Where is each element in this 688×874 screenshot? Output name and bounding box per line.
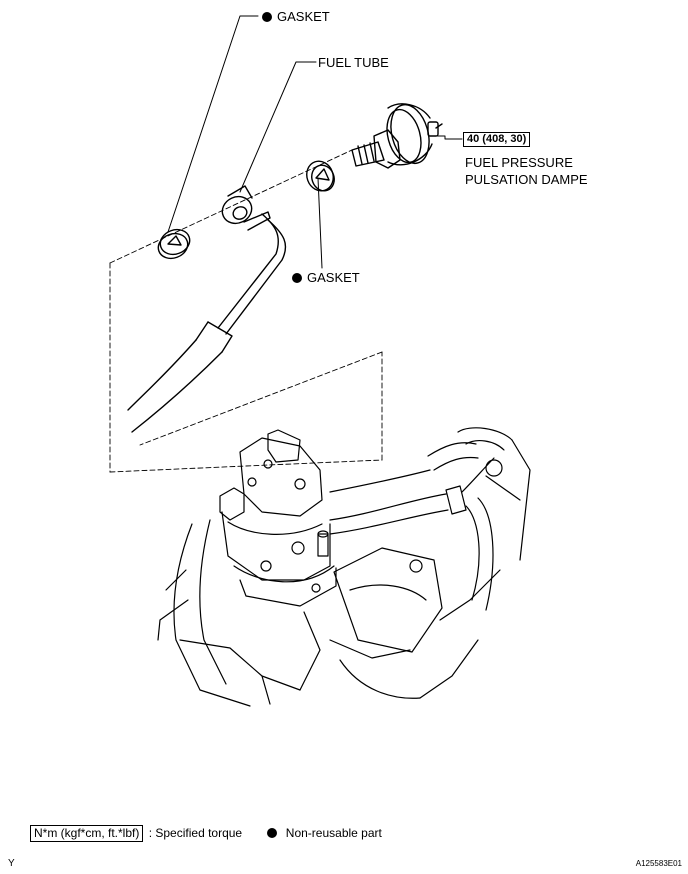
gasket-top-text: GASKET: [277, 9, 330, 24]
damper-label: FUEL PRESSURE PULSATION DAMPE: [465, 154, 685, 188]
fuel-tube-text: FUEL TUBE: [318, 55, 389, 70]
torque-value-box: 40 (408, 30): [463, 132, 531, 147]
footer-left-mark: Y: [8, 858, 15, 869]
torque-legend-text: : Specified torque: [148, 826, 243, 840]
damper-label-line1: FUEL PRESSURE: [465, 155, 573, 170]
fuel-tube-part: [127, 185, 287, 433]
damper-label-line2: PULSATION DAMPE: [465, 172, 588, 187]
gasket-mid-text: GASKET: [307, 270, 360, 285]
gasket-mid-label: GASKET: [292, 270, 360, 285]
alignment-lines: [109, 149, 383, 473]
non-reusable-dot-icon: [292, 273, 302, 283]
engine-section: [157, 427, 531, 707]
torque-units-box: N*m (kgf*cm, ft.*lbf): [30, 825, 144, 842]
fuel-tube-label: FUEL TUBE: [318, 55, 389, 70]
non-reusable-legend-dot-icon: [267, 828, 278, 838]
non-reusable-dot-icon: [262, 12, 272, 22]
figure-code-text: A125583E01: [635, 859, 682, 868]
footer-left-mark-text: Y: [8, 858, 15, 869]
non-reusable-legend-text: Non-reusable part: [285, 826, 382, 840]
leader-lines: [167, 15, 463, 269]
gasket-top-label: GASKET: [262, 9, 330, 24]
legend: N*m (kgf*cm, ft.*lbf) : Specified torque…: [30, 825, 382, 842]
pulsation-damper-part: [351, 103, 443, 169]
upper-gasket-part: [157, 228, 191, 260]
torque-value-text: 40 (408, 30): [467, 133, 527, 145]
figure-code: A125583E01: [636, 859, 682, 868]
middle-gasket-part: [306, 160, 335, 192]
